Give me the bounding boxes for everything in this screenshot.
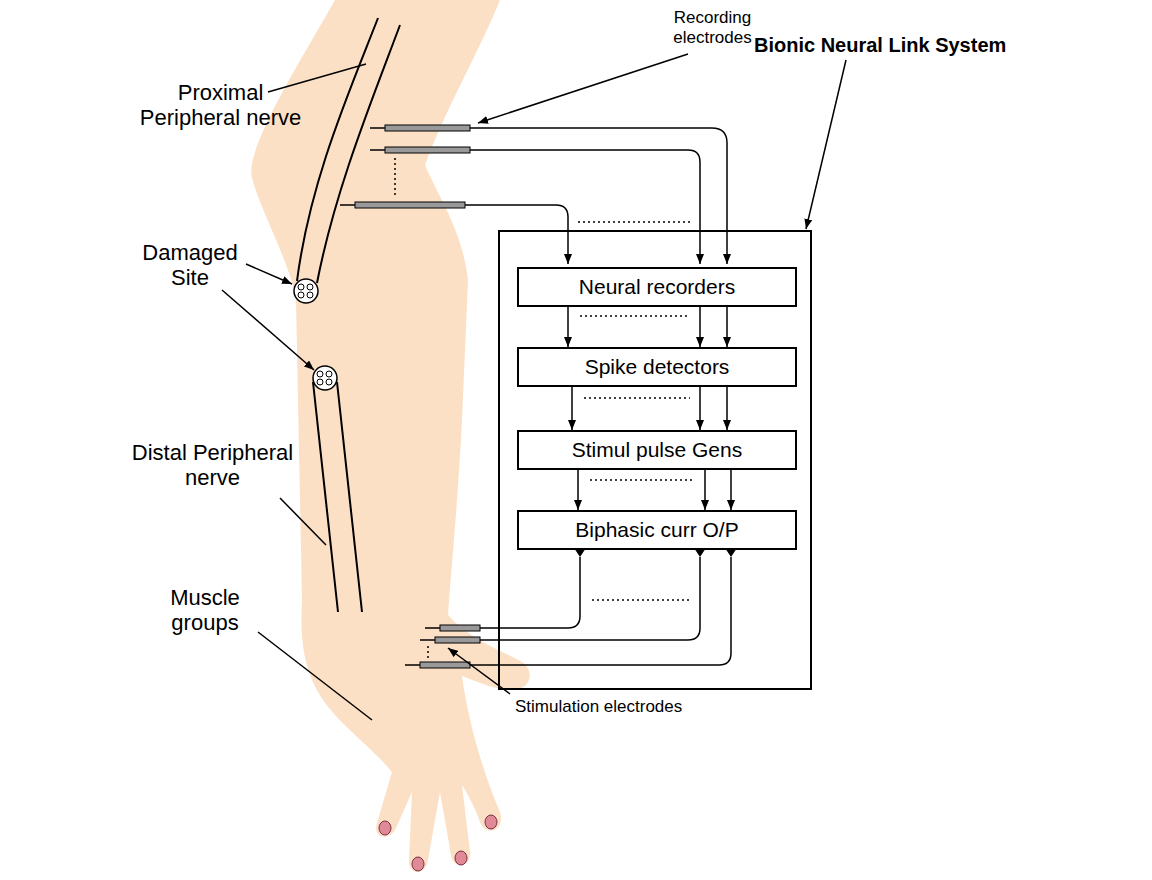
box-label: Spike detectors: [585, 355, 730, 378]
box-label: Biphasic curr O/P: [575, 518, 738, 541]
signal-arrow: [571, 387, 573, 430]
recording-electrodes: [340, 125, 470, 208]
system-box: Neural recordersSpike detectorsStimul pu…: [498, 230, 812, 690]
box-label: Stimul pulse Gens: [572, 438, 742, 461]
nerve-cross-section: [313, 366, 337, 390]
stimulation-electrodes: [405, 625, 480, 668]
anatomy-label: Proximal Peripheral nerve: [128, 80, 313, 131]
anatomy-label: Distal Peripheral nerve: [120, 440, 305, 491]
signal-arrow: [726, 307, 728, 347]
process-box: Neural recorders: [517, 267, 797, 307]
box-label: Neural recorders: [579, 275, 735, 298]
signal-arrow: [704, 470, 706, 510]
leader-lines: [222, 54, 846, 720]
signal-arrow: [726, 387, 728, 430]
stimulation-wires: [470, 557, 731, 665]
finger-nails: [379, 815, 497, 871]
signal-arrow: [699, 387, 701, 430]
signal-arrow: [567, 307, 569, 347]
signal-arrow: [730, 470, 732, 510]
callout-label: Recording electrodes: [650, 8, 775, 47]
system-title: Bionic Neural Link System: [754, 34, 1006, 57]
recording-wires: [465, 128, 727, 264]
process-box: Biphasic curr O/P: [517, 510, 797, 550]
anatomy-label: Damaged Site: [130, 240, 250, 291]
process-box: Spike detectors: [517, 347, 797, 387]
arm-outline: [251, 0, 530, 872]
callout-label: Stimulation electrodes: [515, 697, 682, 717]
nerve-cross-section: [294, 279, 318, 303]
signal-arrow: [577, 470, 579, 510]
distal-nerve: [313, 382, 362, 612]
signal-arrow: [699, 307, 701, 347]
anatomy-label: Muscle groups: [150, 585, 260, 636]
process-box: Stimul pulse Gens: [517, 430, 797, 470]
